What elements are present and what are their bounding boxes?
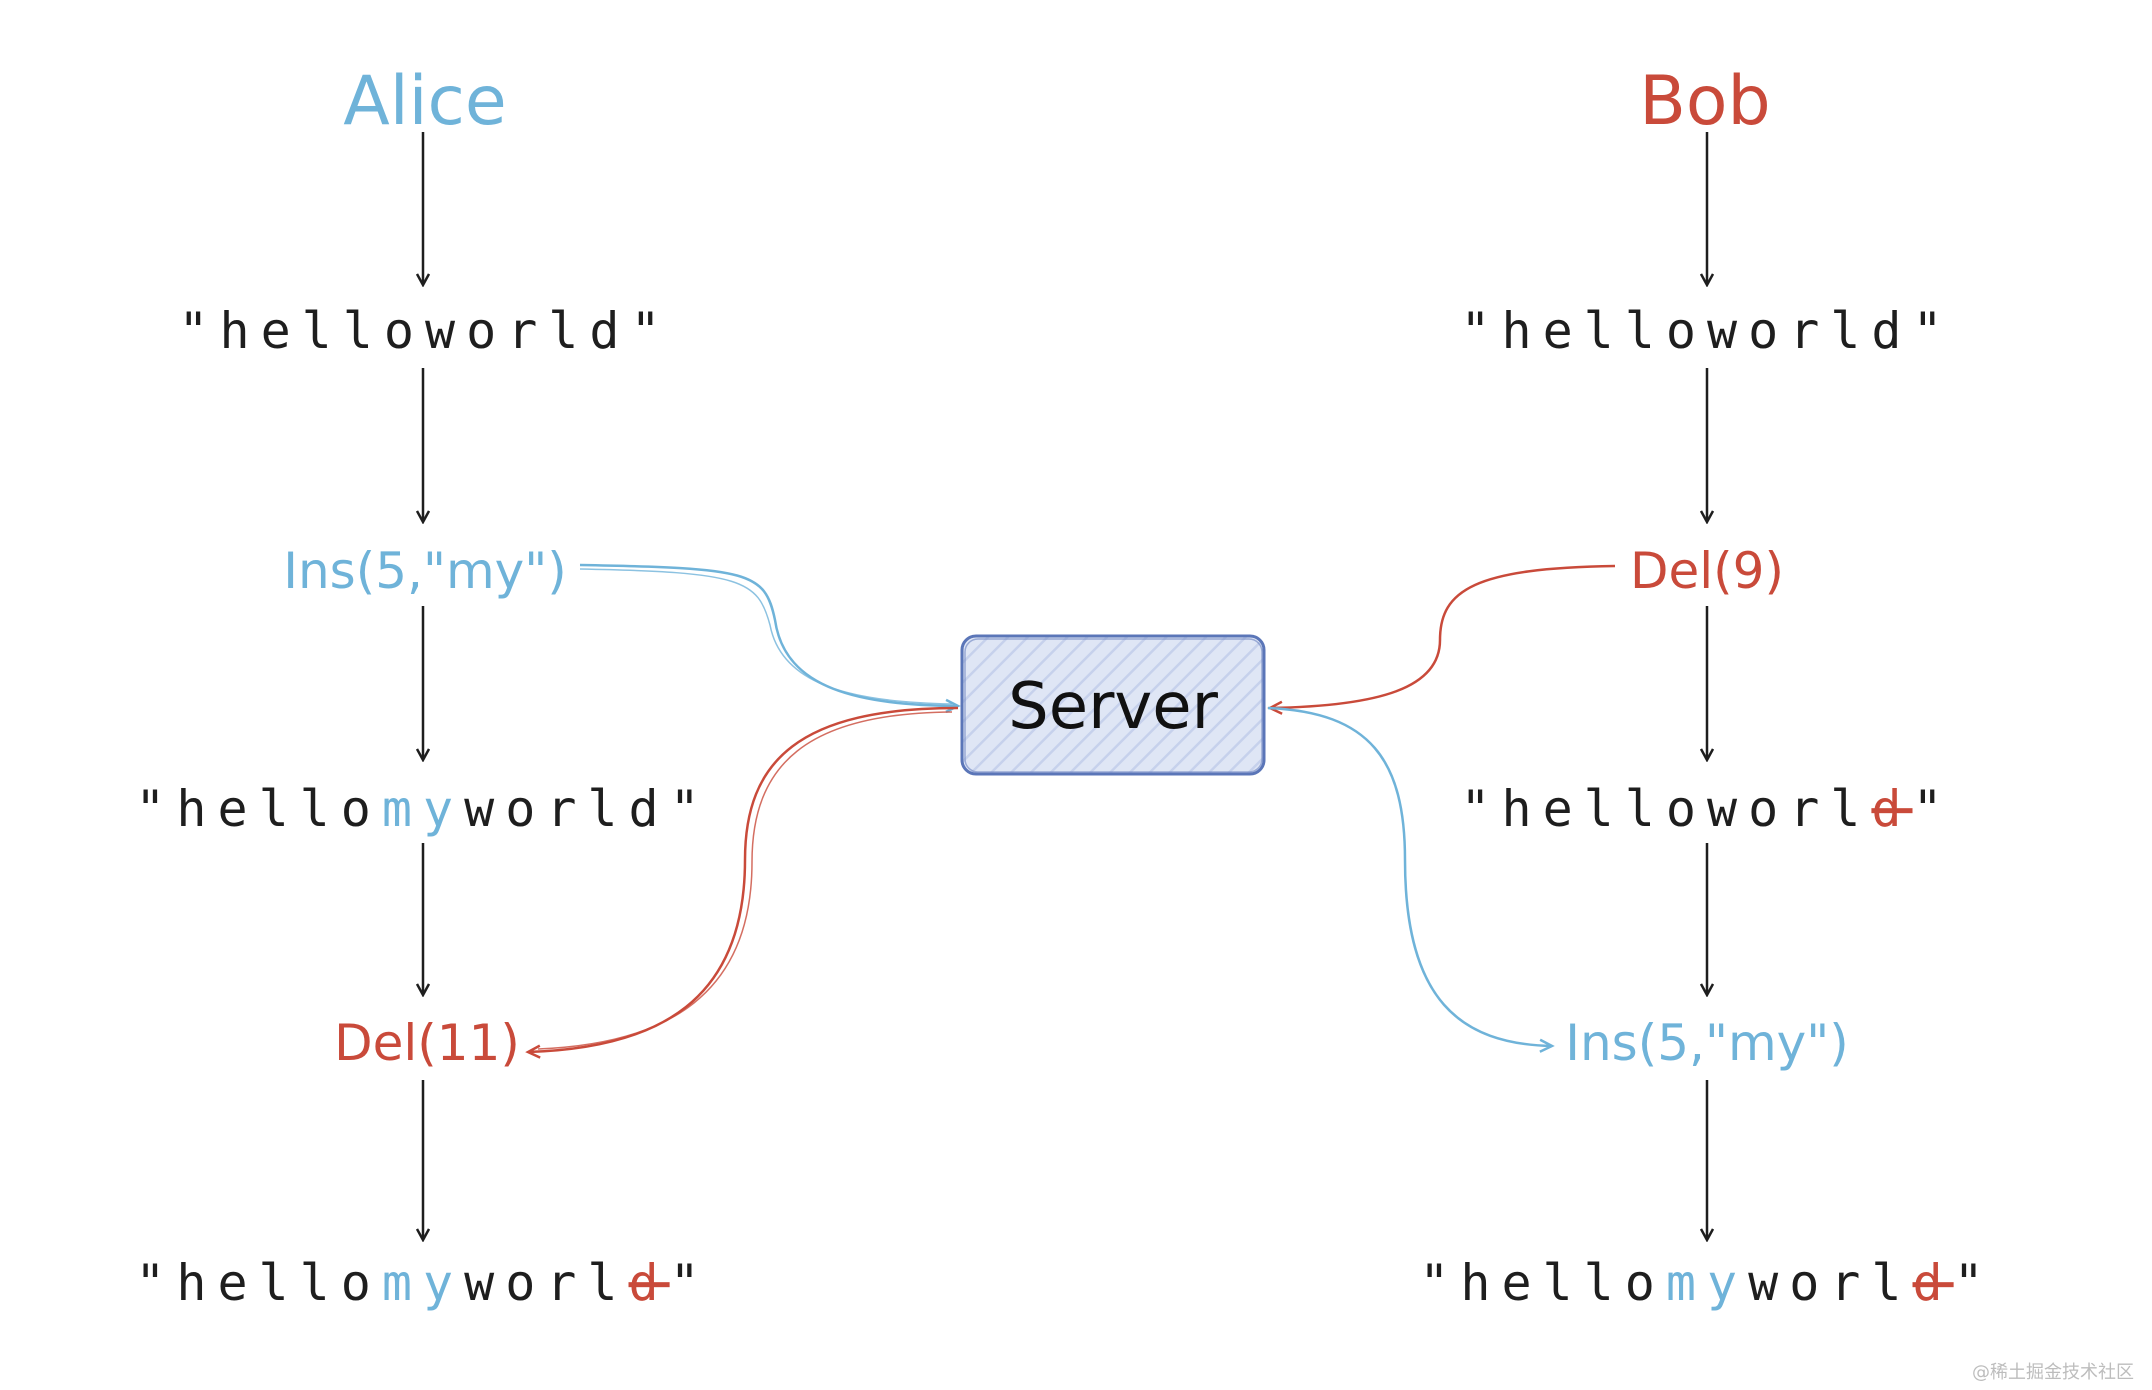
alice-after-insert-string: "hellomyworld" (135, 780, 710, 838)
bob-initial-string: "helloworld" (1460, 302, 1953, 360)
alice-insert-to-server-arrow (579, 563, 961, 713)
alice-initial-string: "helloworld" (178, 302, 671, 360)
alice-final-string: "hellomyworld" (135, 1254, 710, 1312)
server-to-alice-delete-arrow (525, 706, 959, 1059)
server-label: Server (1008, 670, 1219, 744)
server-to-alice-delete-stroke-2 (537, 711, 953, 1050)
bob-op-delete: Del(9) (1630, 542, 1784, 600)
bob-final-string: "hellomyworld" (1419, 1254, 1994, 1312)
alice-insert-to-server-stroke-2 (579, 568, 953, 705)
watermark: @稀土掘金技术社区 (1972, 1362, 2134, 1383)
alice-title: Alice (343, 62, 507, 141)
server-box: Server (960, 634, 1266, 776)
bob-op-insert: Ins(5,"my") (1565, 1014, 1849, 1072)
bob-delete-to-server-arrow (1267, 564, 1616, 715)
bob-title: Bob (1639, 62, 1770, 141)
bob-after-delete-string: "helloworld" (1460, 780, 1953, 838)
alice-op-delete: Del(11) (334, 1014, 520, 1072)
server-to-bob-insert-arrow (1267, 706, 1555, 1053)
alice-op-insert: Ins(5,"my") (283, 542, 567, 600)
